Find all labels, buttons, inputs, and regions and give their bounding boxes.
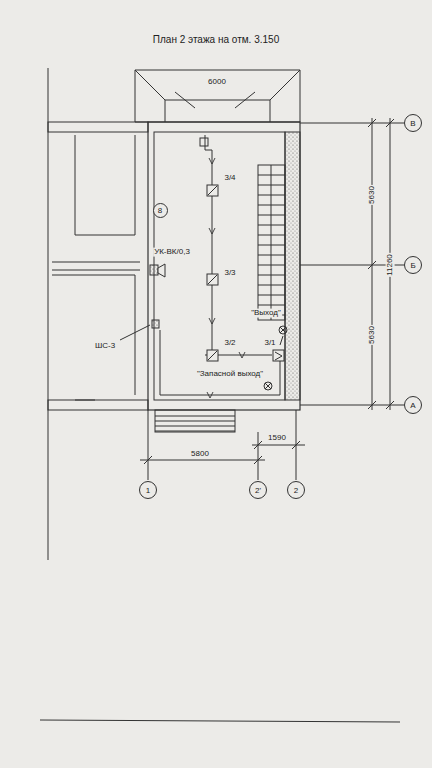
stair-tread	[258, 225, 285, 226]
stair-tread	[258, 195, 285, 196]
axis-bubble: В	[404, 114, 422, 132]
stair-tread	[258, 275, 285, 276]
device-label: ШС-3	[94, 342, 116, 351]
dimension: 5630	[368, 325, 377, 345]
stair-tread	[258, 215, 285, 216]
stair-tread	[258, 255, 285, 256]
dimension: 1590	[267, 434, 287, 443]
axis-bubble: 1	[139, 481, 157, 499]
stair-tread	[258, 245, 285, 246]
dimension: 5800	[190, 450, 210, 459]
stair-tread	[258, 185, 285, 186]
axis-bubble: 2	[287, 481, 305, 499]
stair-tread	[258, 305, 285, 306]
sign-label: "Выход"	[250, 309, 282, 318]
axis-label: Б	[410, 261, 415, 270]
stair-tread	[155, 431, 235, 432]
callout-number: 3/3	[223, 269, 236, 278]
stair-tread	[155, 416, 235, 417]
dimension: 6000	[207, 78, 227, 87]
dimension: 5630	[368, 185, 377, 205]
stair-tread	[258, 285, 285, 286]
axis-label: А	[410, 401, 415, 410]
axis-bubble: Б	[404, 256, 422, 274]
axis-label: 2	[294, 486, 298, 495]
stair-tread	[258, 265, 285, 266]
plan-title: План 2 этажа на отм. 3.150	[0, 34, 432, 45]
axis-bubble: А	[404, 396, 422, 414]
dimension: 11260	[386, 253, 395, 277]
stair-tread	[155, 426, 235, 427]
stair-tread	[258, 295, 285, 296]
room-number: 8	[153, 203, 168, 218]
stair-tread	[155, 421, 235, 422]
axis-label: 8	[158, 206, 162, 215]
stair-tread	[258, 235, 285, 236]
callout-number: 3/2	[223, 339, 236, 348]
callout-number: 3/1	[263, 339, 276, 348]
axis-bubble: 2'	[249, 481, 267, 499]
axis-label: 2'	[255, 486, 261, 495]
callout-number: 3/4	[223, 174, 236, 183]
sign-label: "Запасной выход"	[196, 370, 264, 379]
device-label: УК-ВК/0,3	[153, 248, 191, 257]
axis-label: В	[410, 119, 415, 128]
stair-tread	[258, 205, 285, 206]
axis-label: 1	[146, 486, 150, 495]
